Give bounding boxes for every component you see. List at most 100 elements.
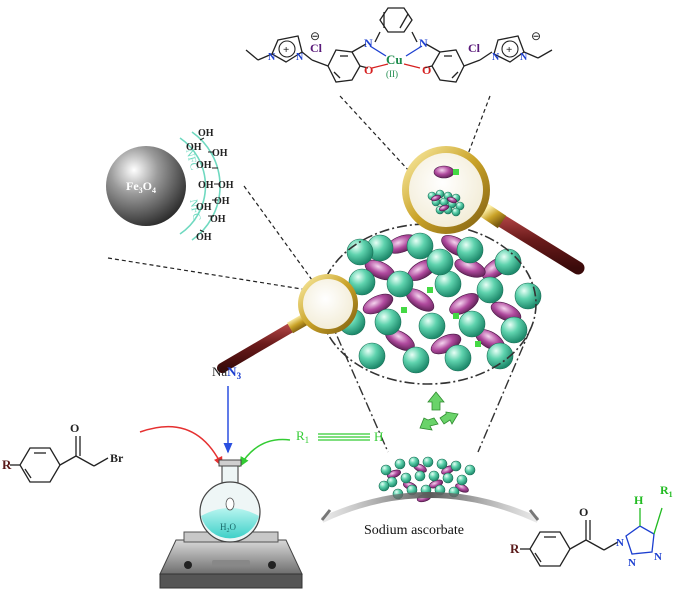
- bromide-r-group: R: [2, 457, 12, 472]
- nanoparticle-sphere: [418, 312, 446, 340]
- hydroxyl-label: OH: [186, 142, 202, 153]
- bromide-arrow: [139, 425, 223, 468]
- nanoparticle-sphere: [455, 201, 465, 211]
- chloride-left-label: Cl: [310, 41, 323, 55]
- product-carbonyl-o: O: [579, 505, 588, 519]
- product-r-group: R: [510, 541, 520, 556]
- nanoparticle-sphere: [464, 464, 476, 476]
- nanoparticle-sphere: [408, 456, 420, 468]
- triazole-r-label: R1: [660, 483, 673, 499]
- linker-mark: [453, 169, 459, 175]
- nanoparticle-sphere: [414, 470, 426, 482]
- nanoparticle-sphere: [450, 460, 462, 472]
- chloride-left-charge: ⊖: [310, 29, 320, 43]
- phenolate-o-right-label: O: [422, 63, 431, 77]
- bromide-label: Br: [110, 451, 124, 465]
- linker-mark: [401, 307, 407, 313]
- hydroxyl-label: OH: [198, 180, 214, 191]
- imidazolium-right-charge: +: [506, 44, 512, 56]
- nanoparticle-sphere: [402, 346, 430, 374]
- hydroxyl-label: OH: [212, 148, 228, 159]
- nanoparticle-sphere: [442, 472, 454, 484]
- alkyne-structure: R1 H: [296, 428, 383, 445]
- hydroxyl-label: OH: [210, 214, 226, 225]
- nanoparticle-sphere: [486, 342, 514, 370]
- alkyne-r-label: R1: [296, 428, 309, 445]
- phenacyl-bromide-structure: [10, 436, 109, 483]
- hydroxyl-groups: OH OH OH OH OH OH OH OH OH OH: [186, 128, 234, 243]
- triazole-n3: N: [654, 551, 662, 563]
- nanoparticle-sphere: [451, 207, 461, 217]
- nanoparticle-sphere: [456, 236, 484, 264]
- cu-complex-particle: [449, 293, 479, 315]
- linker-mark: [453, 313, 459, 319]
- nanoparticle-sphere: [378, 480, 390, 492]
- triazole-n1: N: [616, 537, 624, 549]
- imine-n-left-label: N: [364, 36, 373, 50]
- nanoparticle-sphere: [346, 238, 374, 266]
- cu-salen-complex: [245, 7, 553, 83]
- chloride-right-charge: ⊖: [531, 29, 541, 43]
- nanoparticle-sphere: [428, 470, 440, 482]
- cu-complex-particle: [446, 196, 458, 204]
- nanoparticle-sphere: [386, 270, 414, 298]
- imidazolium-left-n: N: [268, 52, 276, 63]
- hydroxyl-label: OH: [196, 202, 212, 213]
- recycle-icon: [419, 391, 459, 431]
- support-arc-ends: [320, 509, 540, 521]
- copper-label: Cu: [386, 52, 403, 67]
- nanoparticle-sphere: [348, 268, 376, 296]
- recovered-catalyst-cluster: [378, 456, 476, 503]
- imidazolium-right-n2: N: [520, 52, 528, 63]
- nanoparticle-sphere: [380, 464, 392, 476]
- hydroxyl-label: OH: [196, 232, 212, 243]
- nanoparticle-sphere: [422, 456, 434, 468]
- nanoparticle-sphere: [500, 316, 528, 344]
- round-bottom-flask-icon: [199, 459, 261, 543]
- nanoparticle-sphere: [444, 344, 472, 372]
- cu-complex-particle: [438, 204, 450, 212]
- nfc-shell-outer: [191, 131, 221, 241]
- nanoparticle-sphere: [458, 310, 486, 338]
- nfc-label-bottom: NFC: [187, 198, 203, 221]
- zoom-lines-core: [107, 185, 313, 291]
- triazole-n2: N: [628, 557, 636, 569]
- imine-n-right-label: N: [419, 36, 428, 50]
- magnifier-icon-left: [217, 274, 358, 373]
- imidazolium-left-n2: N: [296, 52, 304, 63]
- nanoparticle-sphere: [426, 248, 454, 276]
- nanoparticle-sphere: [400, 472, 412, 484]
- nfc-label-top: NFC: [183, 148, 200, 172]
- linker-mark: [427, 287, 433, 293]
- nanoparticle-sphere: [394, 458, 406, 470]
- hydroxyl-label: OH: [214, 196, 230, 207]
- cu-complex-particle: [433, 165, 455, 179]
- nanoparticle-sphere: [514, 282, 542, 310]
- nanoparticle-sphere: [456, 474, 468, 486]
- magnetic-core-group: [106, 131, 221, 241]
- fe3o4-label: Fe3O4: [126, 179, 156, 195]
- hydroxyl-label: OH: [218, 180, 234, 191]
- hydroxyl-label: OH: [198, 128, 214, 139]
- linker-mark: [475, 341, 481, 347]
- triazole-h-label: H: [634, 493, 644, 507]
- nanoparticle-sphere: [358, 342, 386, 370]
- nanoparticle-sphere: [374, 308, 402, 336]
- support-arc: [320, 492, 540, 523]
- hydroxyl-label: OH: [196, 160, 212, 171]
- triazole-product-structure: [520, 507, 663, 567]
- nfc-shell-inner: [179, 137, 207, 235]
- nanoparticle-sphere: [494, 248, 522, 276]
- phenolate-o-left-label: O: [364, 63, 373, 77]
- cu-complex-particle: [430, 194, 442, 202]
- nanoparticle-sphere: [476, 276, 504, 304]
- imidazolium-left-charge: +: [283, 44, 289, 56]
- solvent-label: H2O: [220, 522, 237, 534]
- nanocatalyst-cluster: [338, 232, 542, 374]
- alkyne-arrow: [239, 438, 291, 468]
- sodium-azide-label: NaN3: [212, 364, 242, 381]
- alkyne-h-label: H: [374, 429, 383, 444]
- nanoparticle-sphere: [406, 232, 434, 260]
- imidazolium-right-n: N: [492, 52, 500, 63]
